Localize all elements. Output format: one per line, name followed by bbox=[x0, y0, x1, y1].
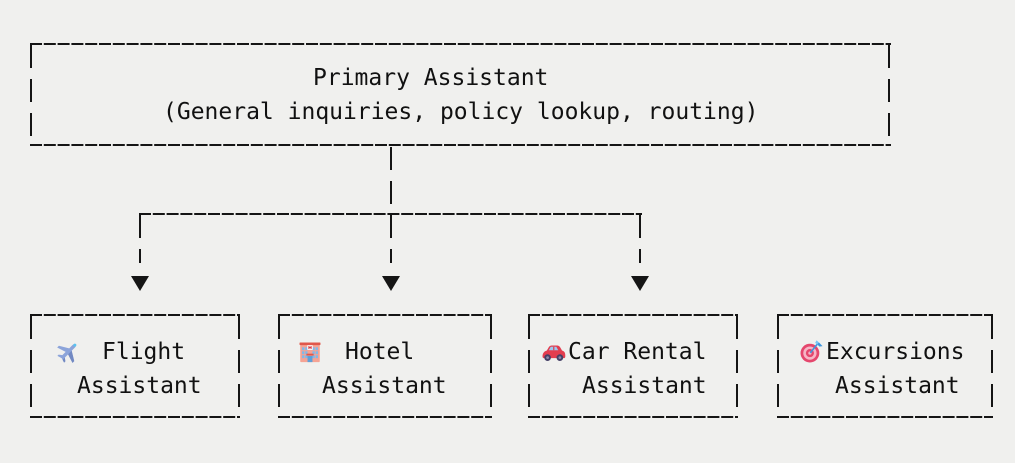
child-box-name: Excursions bbox=[826, 339, 965, 365]
child-box-role: Assistant bbox=[322, 373, 447, 399]
car-icon bbox=[542, 345, 566, 361]
child-box-frames bbox=[30, 314, 993, 418]
child-box-role: Assistant bbox=[77, 373, 202, 399]
root-box-frame bbox=[30, 43, 891, 146]
arrow-down-icon bbox=[631, 276, 649, 291]
child-box-car-rental: Car Rental Assistant bbox=[529, 315, 737, 417]
child-box-name: Hotel bbox=[345, 339, 415, 365]
child-box-name: Car Rental bbox=[568, 339, 707, 365]
child-box-name: Flight bbox=[102, 339, 186, 365]
target-icon bbox=[800, 340, 823, 363]
connector-lines bbox=[131, 147, 649, 291]
child-box-hotel: Hotel Assistant bbox=[279, 315, 491, 417]
root-box-subtitle: (General inquiries, policy lookup, routi… bbox=[163, 99, 759, 125]
root-box-title: Primary Assistant bbox=[313, 65, 549, 91]
child-box-excursions: Excursions Assistant bbox=[778, 315, 992, 417]
child-box-flight: Flight Assistant bbox=[31, 315, 239, 417]
child-box-role: Assistant bbox=[582, 373, 707, 399]
arrow-down-icon bbox=[382, 276, 400, 291]
hotel-icon bbox=[299, 342, 321, 363]
child-box-role: Assistant bbox=[835, 373, 960, 399]
arrow-down-icon bbox=[131, 276, 149, 291]
airplane-icon bbox=[57, 343, 77, 363]
